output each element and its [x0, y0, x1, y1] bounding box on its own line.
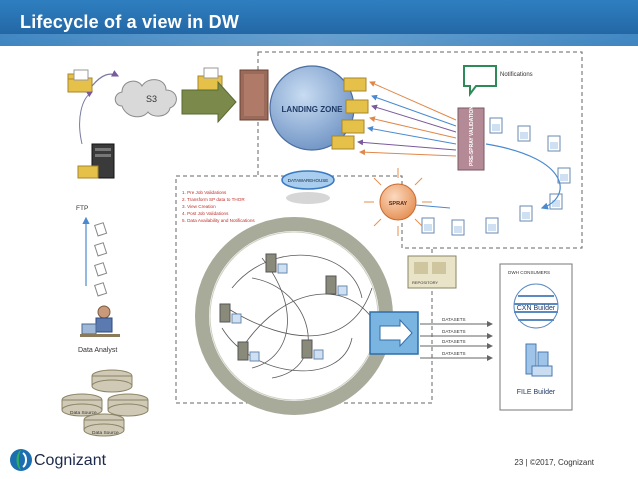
- datasets-label-2: DATASETS: [442, 329, 466, 334]
- landing-zone-label: LANDING ZONE: [282, 105, 344, 114]
- document-icon: [94, 222, 108, 237]
- folder-icon: [341, 119, 365, 134]
- step-2: 2. Transform SP data to THOR: [182, 197, 245, 202]
- step-4: 4. Post Job Validations: [182, 211, 229, 216]
- step-3: 3. View Creation: [182, 204, 216, 209]
- data-file-icon: [489, 117, 503, 134]
- data-file-icon: [519, 205, 533, 222]
- data-source-icon: [83, 413, 125, 437]
- server-icon: [301, 339, 324, 360]
- upload-arrow: [91, 70, 120, 87]
- notifications-label: Notifications: [500, 72, 533, 78]
- document-icons: [94, 222, 108, 297]
- data-file-icon: [517, 125, 531, 142]
- folder-icon: [345, 99, 369, 114]
- datawarehouse-label: DATAWAREHOUSE: [288, 178, 329, 183]
- document-icon: [94, 282, 108, 297]
- cluster-network: [221, 254, 373, 379]
- data-source-icon: [91, 369, 133, 393]
- cxn-builder-icon: [513, 283, 559, 329]
- export-arrow-icon: [379, 318, 413, 348]
- transfer-arrow: [181, 80, 237, 124]
- copyright: ©2017, Cognizant: [529, 458, 594, 467]
- cognizant-logo-icon: [10, 449, 32, 471]
- brand-name: Cognizant: [34, 452, 107, 469]
- datawarehouse-shadow: [286, 192, 330, 204]
- document-icon: [94, 242, 108, 257]
- data-file-icon: [421, 217, 435, 234]
- folder-icon: [197, 67, 223, 91]
- datasets-label-3: DATASETS: [442, 339, 466, 344]
- cxn-builder-label: CXN Builder: [517, 305, 556, 312]
- data-source-icon: [61, 393, 103, 417]
- title-bar-shine: [0, 34, 638, 46]
- data-analyst-icon: [80, 305, 120, 337]
- pre-spray-validation-box: [457, 107, 485, 171]
- validation-flow-arrow: [485, 143, 561, 210]
- server-icon: [265, 253, 288, 274]
- folder-icon: [343, 77, 367, 92]
- diagram-canvas: S3 LANDING ZONE Notifications PRE-SPRAY …: [52, 48, 596, 440]
- datasets-label-1: DATASETS: [442, 317, 466, 322]
- server-icon: [237, 341, 260, 362]
- ftp-label: FTP: [76, 205, 88, 212]
- validation-arrows: [357, 81, 457, 157]
- s3-cloud-icon: [114, 79, 177, 118]
- data-analyst-label: Data Analyst: [78, 347, 117, 354]
- folder-icon: [331, 135, 355, 150]
- document-icon: [94, 262, 108, 277]
- footer: [0, 444, 638, 479]
- datasets-arrows: DATASETS DATASETS DATASETS DATASETS: [420, 317, 493, 361]
- data-file-icon: [451, 219, 465, 236]
- file-builder-label: FILE Builder: [517, 389, 556, 396]
- spray-label: SPRAY: [389, 201, 408, 207]
- data-file-icon: [557, 167, 571, 184]
- folder-icon: [67, 69, 93, 93]
- datawarehouse-node: [281, 170, 335, 190]
- datasets-label-4: DATASETS: [442, 351, 466, 356]
- dwh-consumers-title: DWH CONSUMERS: [508, 270, 550, 275]
- data-file-icon: [549, 193, 563, 210]
- server-icon: [219, 303, 242, 324]
- lifecycle-diagram: S3 LANDING ZONE Notifications PRE-SPRAY …: [61, 51, 583, 437]
- notifications-icon: [463, 65, 497, 97]
- page-info: 23 | ©2017, Cognizant: [514, 458, 594, 467]
- s3-label: S3: [146, 94, 157, 104]
- step-5: 5. Data Availability and Notifications: [182, 218, 255, 223]
- data-source-icon: [107, 393, 149, 417]
- slide-title: Lifecycle of a view in DW: [20, 12, 240, 32]
- pre-spray-label: PRE-SPRAY VALIDATION: [469, 106, 475, 166]
- file-builder-icon: [525, 343, 553, 377]
- process-steps-list: 1. Pre Job Validations 2. Transform SP d…: [182, 190, 255, 223]
- ftp-server-icon: [77, 143, 115, 179]
- door-panel: [244, 74, 264, 116]
- title-bar: Lifecycle of a view in DW: [0, 0, 638, 46]
- repository-label: REPOSITORY: [412, 280, 438, 285]
- step-1: 1. Pre Job Validations: [182, 190, 227, 195]
- server-icon: [325, 275, 348, 296]
- data-file-icon: [547, 135, 561, 152]
- spray-node: [379, 183, 417, 221]
- data-source-label-1: Data Source: [70, 410, 97, 416]
- spray-sun-icon: [364, 168, 432, 236]
- ftp-to-s3-arrow: [79, 91, 93, 145]
- page-number: 23: [514, 458, 524, 467]
- processing-region: [175, 175, 433, 404]
- repository-icon: [407, 255, 457, 289]
- data-source-label-2: Data Source: [92, 430, 119, 436]
- data-file-icon: [485, 217, 499, 234]
- footer-separator: |: [525, 458, 528, 467]
